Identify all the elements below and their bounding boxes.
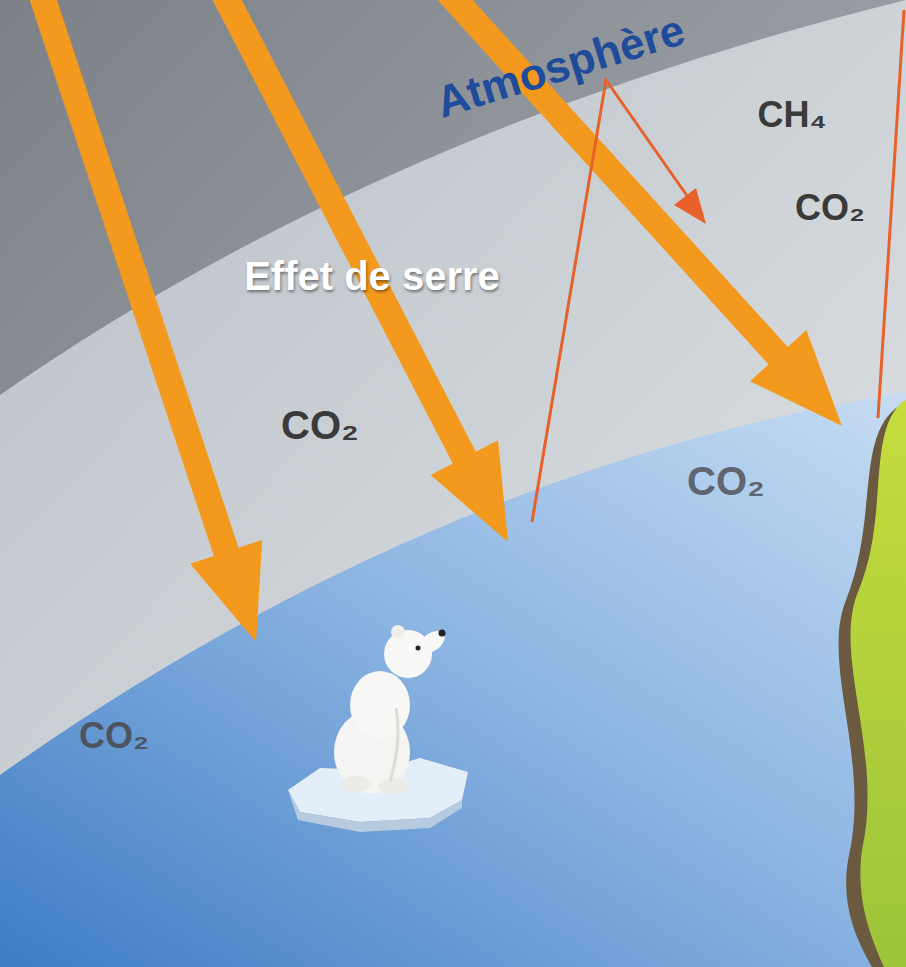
ch4-label: CH₄ bbox=[757, 95, 826, 135]
reflected-ray-head bbox=[674, 188, 706, 224]
solar-ray-arrow bbox=[28, 0, 263, 642]
co2-label: CO₂ bbox=[79, 716, 149, 756]
polar-bear bbox=[288, 625, 468, 832]
greenhouse-effect-title: Effet de serre bbox=[244, 254, 500, 298]
reflected-ray bbox=[532, 80, 690, 522]
reflected-ray bbox=[878, 10, 904, 418]
co2-label: CO₂ bbox=[281, 403, 359, 447]
co2-label: CO₂ bbox=[687, 459, 765, 503]
land bbox=[851, 400, 906, 967]
co2-label: CO₂ bbox=[795, 188, 865, 228]
solar-rays bbox=[28, 0, 842, 642]
atmosphere-label: Atmosphère bbox=[430, 5, 690, 126]
